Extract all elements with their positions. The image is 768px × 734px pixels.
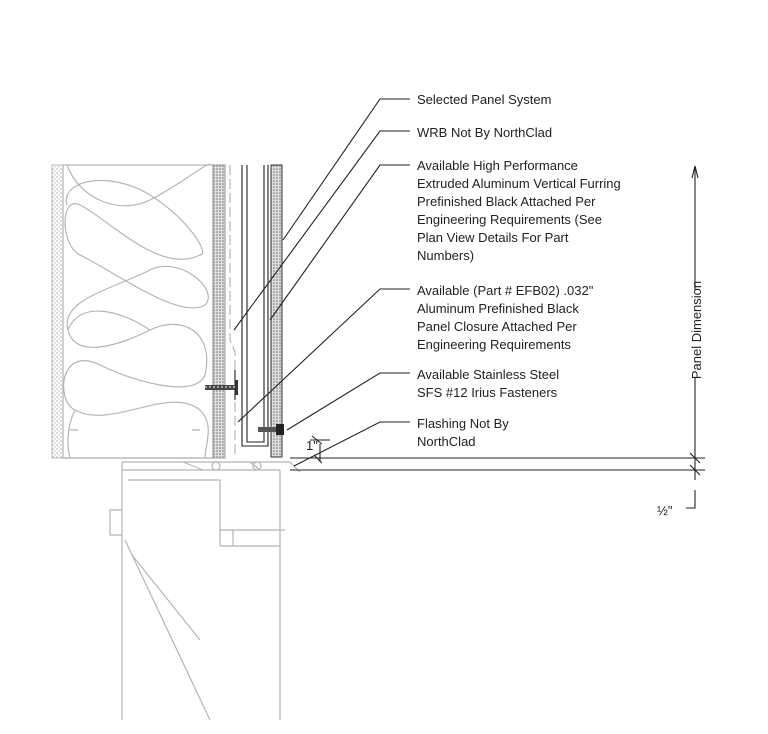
- svg-text:Panel Closure Attached Per: Panel Closure Attached Per: [417, 319, 577, 334]
- svg-text:Plan View Details For Part: Plan View Details For Part: [417, 230, 569, 245]
- callout-furring: Available High Performance Extruded Alum…: [417, 158, 621, 263]
- callout-closure: Available (Part # EFB02) .032" Aluminum …: [417, 283, 594, 352]
- svg-text:WRB Not By NorthClad: WRB Not By NorthClad: [417, 125, 552, 140]
- gap-dimension-label: 1": [306, 438, 318, 453]
- svg-text:Available (Part # EFB02) .032": Available (Part # EFB02) .032": [417, 283, 594, 298]
- insulation-batt: [51, 163, 226, 459]
- callout-panel-system: Selected Panel System: [417, 92, 551, 107]
- svg-text:Prefinished Black Attached Per: Prefinished Black Attached Per: [417, 194, 596, 209]
- svg-text:Available Stainless Steel: Available Stainless Steel: [417, 367, 559, 382]
- panel-dimension-label: Panel Dimension: [689, 281, 704, 379]
- window-frame: [109, 461, 301, 721]
- callout-flashing: Flashing Not By NorthClad: [417, 416, 509, 449]
- svg-text:Engineering Requirements: Engineering Requirements: [417, 337, 571, 352]
- leader-lines: [233, 98, 410, 467]
- dimension-lines: [290, 165, 705, 509]
- svg-text:Engineering Requirements (See: Engineering Requirements (See: [417, 212, 602, 227]
- svg-text:SFS #12 Irius Fasteners: SFS #12 Irius Fasteners: [417, 385, 558, 400]
- fastener-icon: [205, 380, 284, 435]
- offset-dimension-label: ½": [657, 503, 673, 518]
- svg-text:Available High Performance: Available High Performance: [417, 158, 578, 173]
- callout-fasteners: Available Stainless Steel SFS #12 Irius …: [417, 367, 559, 400]
- svg-text:Flashing Not By: Flashing Not By: [417, 416, 509, 431]
- svg-text:Numbers): Numbers): [417, 248, 474, 263]
- callout-wrb: WRB Not By NorthClad: [417, 125, 552, 140]
- furring-and-closure: [229, 164, 283, 458]
- svg-text:Selected Panel System: Selected Panel System: [417, 92, 551, 107]
- svg-text:Extruded Aluminum Vertical Fur: Extruded Aluminum Vertical Furring: [417, 176, 621, 191]
- svg-text:NorthClad: NorthClad: [417, 434, 476, 449]
- svg-text:Aluminum Prefinished Black: Aluminum Prefinished Black: [417, 301, 579, 316]
